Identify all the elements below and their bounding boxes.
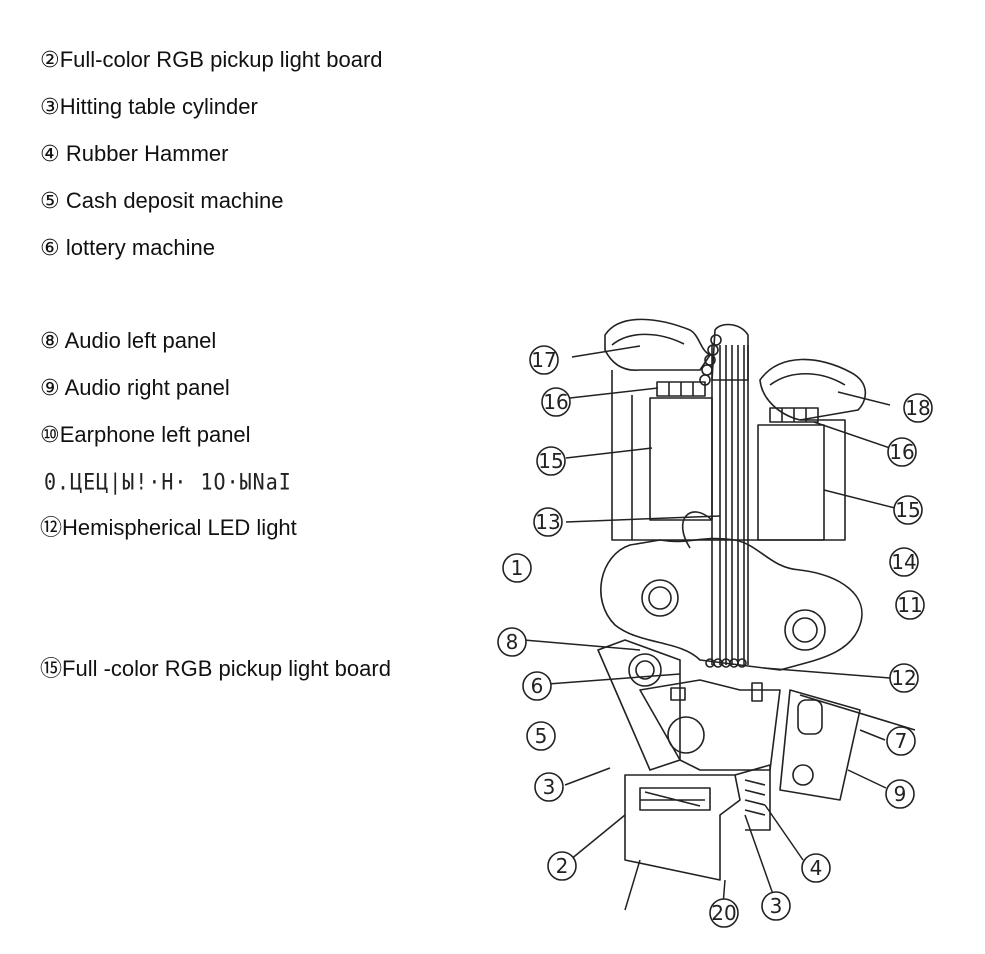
callout-number: 3	[770, 894, 783, 918]
callout-number: 16	[543, 390, 568, 414]
right-audio-panel	[779, 689, 861, 801]
callout-circle	[895, 590, 925, 620]
callout-circle	[534, 772, 564, 802]
top-right-wing	[759, 358, 867, 421]
callout-number: 3	[543, 775, 556, 799]
right-sound-hole	[784, 609, 826, 651]
callout-number: 6	[531, 674, 544, 698]
callout-circle	[889, 547, 919, 577]
headstock	[711, 323, 749, 381]
legend-marker: ⑤	[40, 188, 60, 213]
legend-item: ②Full-color RGB pickup light board	[40, 47, 383, 73]
legend-text: Hemispherical LED light	[62, 515, 297, 540]
legend-text: Full -color RGB pickup light board	[62, 656, 391, 681]
legend-item: ⑤ Cash deposit machine	[40, 188, 284, 214]
lower-cabinet	[624, 774, 741, 881]
callout-number: 11	[897, 593, 922, 617]
callout-number: 15	[895, 498, 920, 522]
guitar-neck	[711, 345, 749, 665]
callout-circle	[887, 437, 917, 467]
left-speaker-grille	[649, 397, 713, 521]
legend-text: Rubber Hammer	[59, 141, 229, 166]
legend-marker: ②	[40, 47, 60, 72]
legend-marker: ⑨	[40, 375, 60, 400]
legend-item: ⑫Hemispherical LED light	[40, 515, 297, 541]
legend-marker: ⑩	[40, 422, 60, 447]
legend-item: ⑥ lottery machine	[40, 235, 215, 261]
legend-marker: ⑮	[40, 656, 63, 681]
callout-circle	[903, 393, 933, 423]
callout-circle	[801, 853, 831, 883]
legend-marker: ④	[40, 141, 60, 166]
legend-text: Audio left panel	[59, 328, 217, 353]
legend-item: ⑮Full -color RGB pickup light board	[40, 656, 391, 682]
legend-text: Hitting table cylinder	[59, 94, 258, 119]
callout-circle	[533, 507, 563, 537]
guitar-body	[600, 537, 863, 671]
callout-number: 17	[531, 348, 556, 372]
tuning-pegs	[699, 334, 722, 386]
legend-marker: ⑫	[40, 515, 63, 540]
callout-number: 18	[905, 396, 930, 420]
callout-number: 8	[506, 630, 519, 654]
right-speaker-grille	[757, 424, 825, 541]
callout-number: 2	[556, 854, 569, 878]
callout-circle	[526, 721, 556, 751]
legend-marker: ③	[40, 94, 60, 119]
callout-circle	[536, 446, 566, 476]
callout-circle	[889, 663, 919, 693]
cabinet-back-panel	[611, 370, 846, 541]
hitting-table	[639, 679, 781, 771]
callout-circle	[885, 779, 915, 809]
callout-number: 15	[538, 449, 563, 473]
callout-circle	[522, 671, 552, 701]
callout-number: 16	[889, 440, 914, 464]
coin-slot	[751, 682, 763, 702]
legend-item: ⑧ Audio left panel	[40, 328, 216, 354]
callout-number: 13	[535, 510, 560, 534]
callout-number: 14	[891, 550, 916, 574]
pickup-light-board	[639, 787, 711, 811]
callout-number: 1	[511, 556, 524, 580]
callout-number: 7	[895, 729, 908, 753]
hemispherical-leds	[705, 658, 747, 668]
legend-item-garbled: 0.ЦEЦ|Ы!·Н· 1O·ЫNaI	[44, 468, 292, 496]
rubber-hammer-head	[667, 716, 705, 754]
left-sound-hole	[641, 579, 679, 617]
callout-circle	[497, 627, 527, 657]
callout-circle	[547, 851, 577, 881]
legend-item: ⑨ Audio right panel	[40, 375, 230, 401]
callout-circle	[541, 387, 571, 417]
legend-marker: ⑥	[40, 235, 60, 260]
callout-circle	[502, 553, 532, 583]
left-audio-panel	[597, 639, 681, 771]
callout-number: 5	[535, 724, 548, 748]
legend-item: ③Hitting table cylinder	[40, 94, 258, 120]
top-left-wing	[604, 318, 711, 371]
legend-marker: ⑧	[40, 328, 60, 353]
callout-circle	[893, 495, 923, 525]
callout-circle	[761, 891, 791, 921]
legend-text: Earphone left panel	[59, 422, 251, 447]
legend-text: Cash deposit machine	[59, 188, 284, 213]
callout-circle	[886, 726, 916, 756]
callout-circle	[529, 345, 559, 375]
callout-circle	[709, 898, 739, 928]
legend-text: lottery machine	[59, 235, 216, 260]
callout-number: 12	[891, 666, 916, 690]
legend-item: ④ Rubber Hammer	[40, 141, 228, 167]
legend-text: Full-color RGB pickup light board	[59, 47, 383, 72]
callout-number: 20	[711, 901, 736, 925]
legend-item: ⑩Earphone left panel	[40, 422, 251, 448]
callout-number: 9	[894, 782, 907, 806]
callout-number: 4	[810, 856, 823, 880]
legend-text: Audio right panel	[59, 375, 230, 400]
